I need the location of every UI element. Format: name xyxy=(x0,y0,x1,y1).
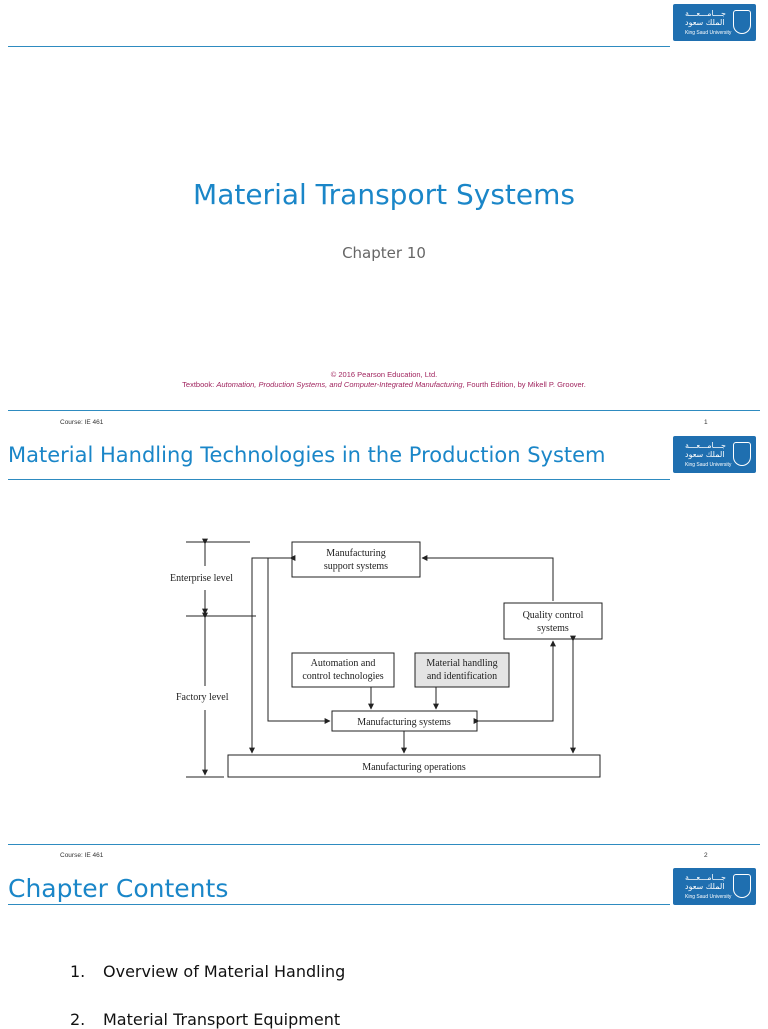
slide-3: Chapter Contents جـــامـــعـــة الملك سع… xyxy=(0,860,768,1029)
header-rule xyxy=(8,479,670,480)
factory-level-label: Factory level xyxy=(176,692,229,703)
header-rule xyxy=(8,46,670,47)
university-logo: جـــامـــعـــة الملك سعود King Saud Univ… xyxy=(673,4,756,41)
logo-arabic-line1: جـــامـــعـــة xyxy=(685,873,726,882)
logo-arabic-line2: الملك سعود xyxy=(685,882,725,891)
logo-arabic-line2: الملك سعود xyxy=(685,450,725,459)
textbook-suffix: , Fourth Edition, by Mikell P. Groover. xyxy=(462,380,586,389)
logo-arabic-line2: الملك سعود xyxy=(685,18,725,27)
footer-rule xyxy=(8,410,760,411)
mss-label-1: Manufacturing xyxy=(326,548,385,559)
mhi-label-2: and identification xyxy=(427,671,497,682)
page-number: 1 xyxy=(704,419,708,426)
level-brackets xyxy=(186,538,256,778)
act-label-2: control technologies xyxy=(302,671,383,682)
list-item: 1. Overview of Material Handling xyxy=(70,962,345,981)
textbook-note: Textbook: Automation, Production Systems… xyxy=(0,380,768,389)
ms-label: Manufacturing systems xyxy=(357,717,451,728)
mhi-label-1: Material handling xyxy=(426,658,497,669)
list-item-text: Material Transport Equipment xyxy=(103,1010,341,1029)
slide-title: Chapter Contents xyxy=(8,874,229,903)
crest-icon xyxy=(733,442,751,466)
qcs-label-2: systems xyxy=(537,623,569,634)
production-system-diagram: Enterprise level Factory level Manufactu… xyxy=(170,538,603,778)
university-logo: جـــامـــعـــة الملك سعود King Saud Univ… xyxy=(673,436,756,473)
slide-title: Material Handling Technologies in the Pr… xyxy=(8,443,606,467)
list-item-number: 2. xyxy=(70,1010,86,1029)
course-label: Course: IE 461 xyxy=(60,852,104,859)
logo-arabic-line1: جـــامـــعـــة xyxy=(685,9,726,18)
crest-icon xyxy=(733,874,751,898)
university-logo: جـــامـــعـــة الملك سعود King Saud Univ… xyxy=(673,868,756,905)
connectors xyxy=(249,555,576,754)
mo-label: Manufacturing operations xyxy=(362,762,466,773)
slide-subtitle: Chapter 10 xyxy=(342,244,426,262)
slide-title: Material Transport Systems xyxy=(193,178,575,211)
qcs-label-1: Quality control xyxy=(523,610,584,621)
list-item-text: Overview of Material Handling xyxy=(103,962,346,981)
act-label-1: Automation and xyxy=(311,658,376,669)
textbook-prefix: Textbook: xyxy=(182,380,217,389)
page-number: 2 xyxy=(704,852,708,859)
list-item: 2. Material Transport Equipment xyxy=(70,1010,340,1029)
boxes xyxy=(227,541,603,778)
slide-1: جـــامـــعـــة الملك سعود King Saud Univ… xyxy=(0,0,768,412)
footer-rule xyxy=(8,844,760,845)
course-label: Course: IE 461 xyxy=(60,419,104,426)
logo-english: King Saud University xyxy=(685,462,732,468)
logo-english: King Saud University xyxy=(685,894,732,900)
list-item-number: 1. xyxy=(70,962,86,981)
crest-icon xyxy=(733,10,751,34)
logo-english: King Saud University xyxy=(685,30,732,36)
header-rule xyxy=(8,904,670,905)
copyright-note: © 2016 Pearson Education, Ltd. xyxy=(330,370,438,379)
enterprise-level-label: Enterprise level xyxy=(170,573,233,584)
logo-arabic-line1: جـــامـــعـــة xyxy=(685,441,726,450)
mss-label-2: support systems xyxy=(324,561,388,572)
textbook-title: Automation, Production Systems, and Comp… xyxy=(216,380,463,389)
